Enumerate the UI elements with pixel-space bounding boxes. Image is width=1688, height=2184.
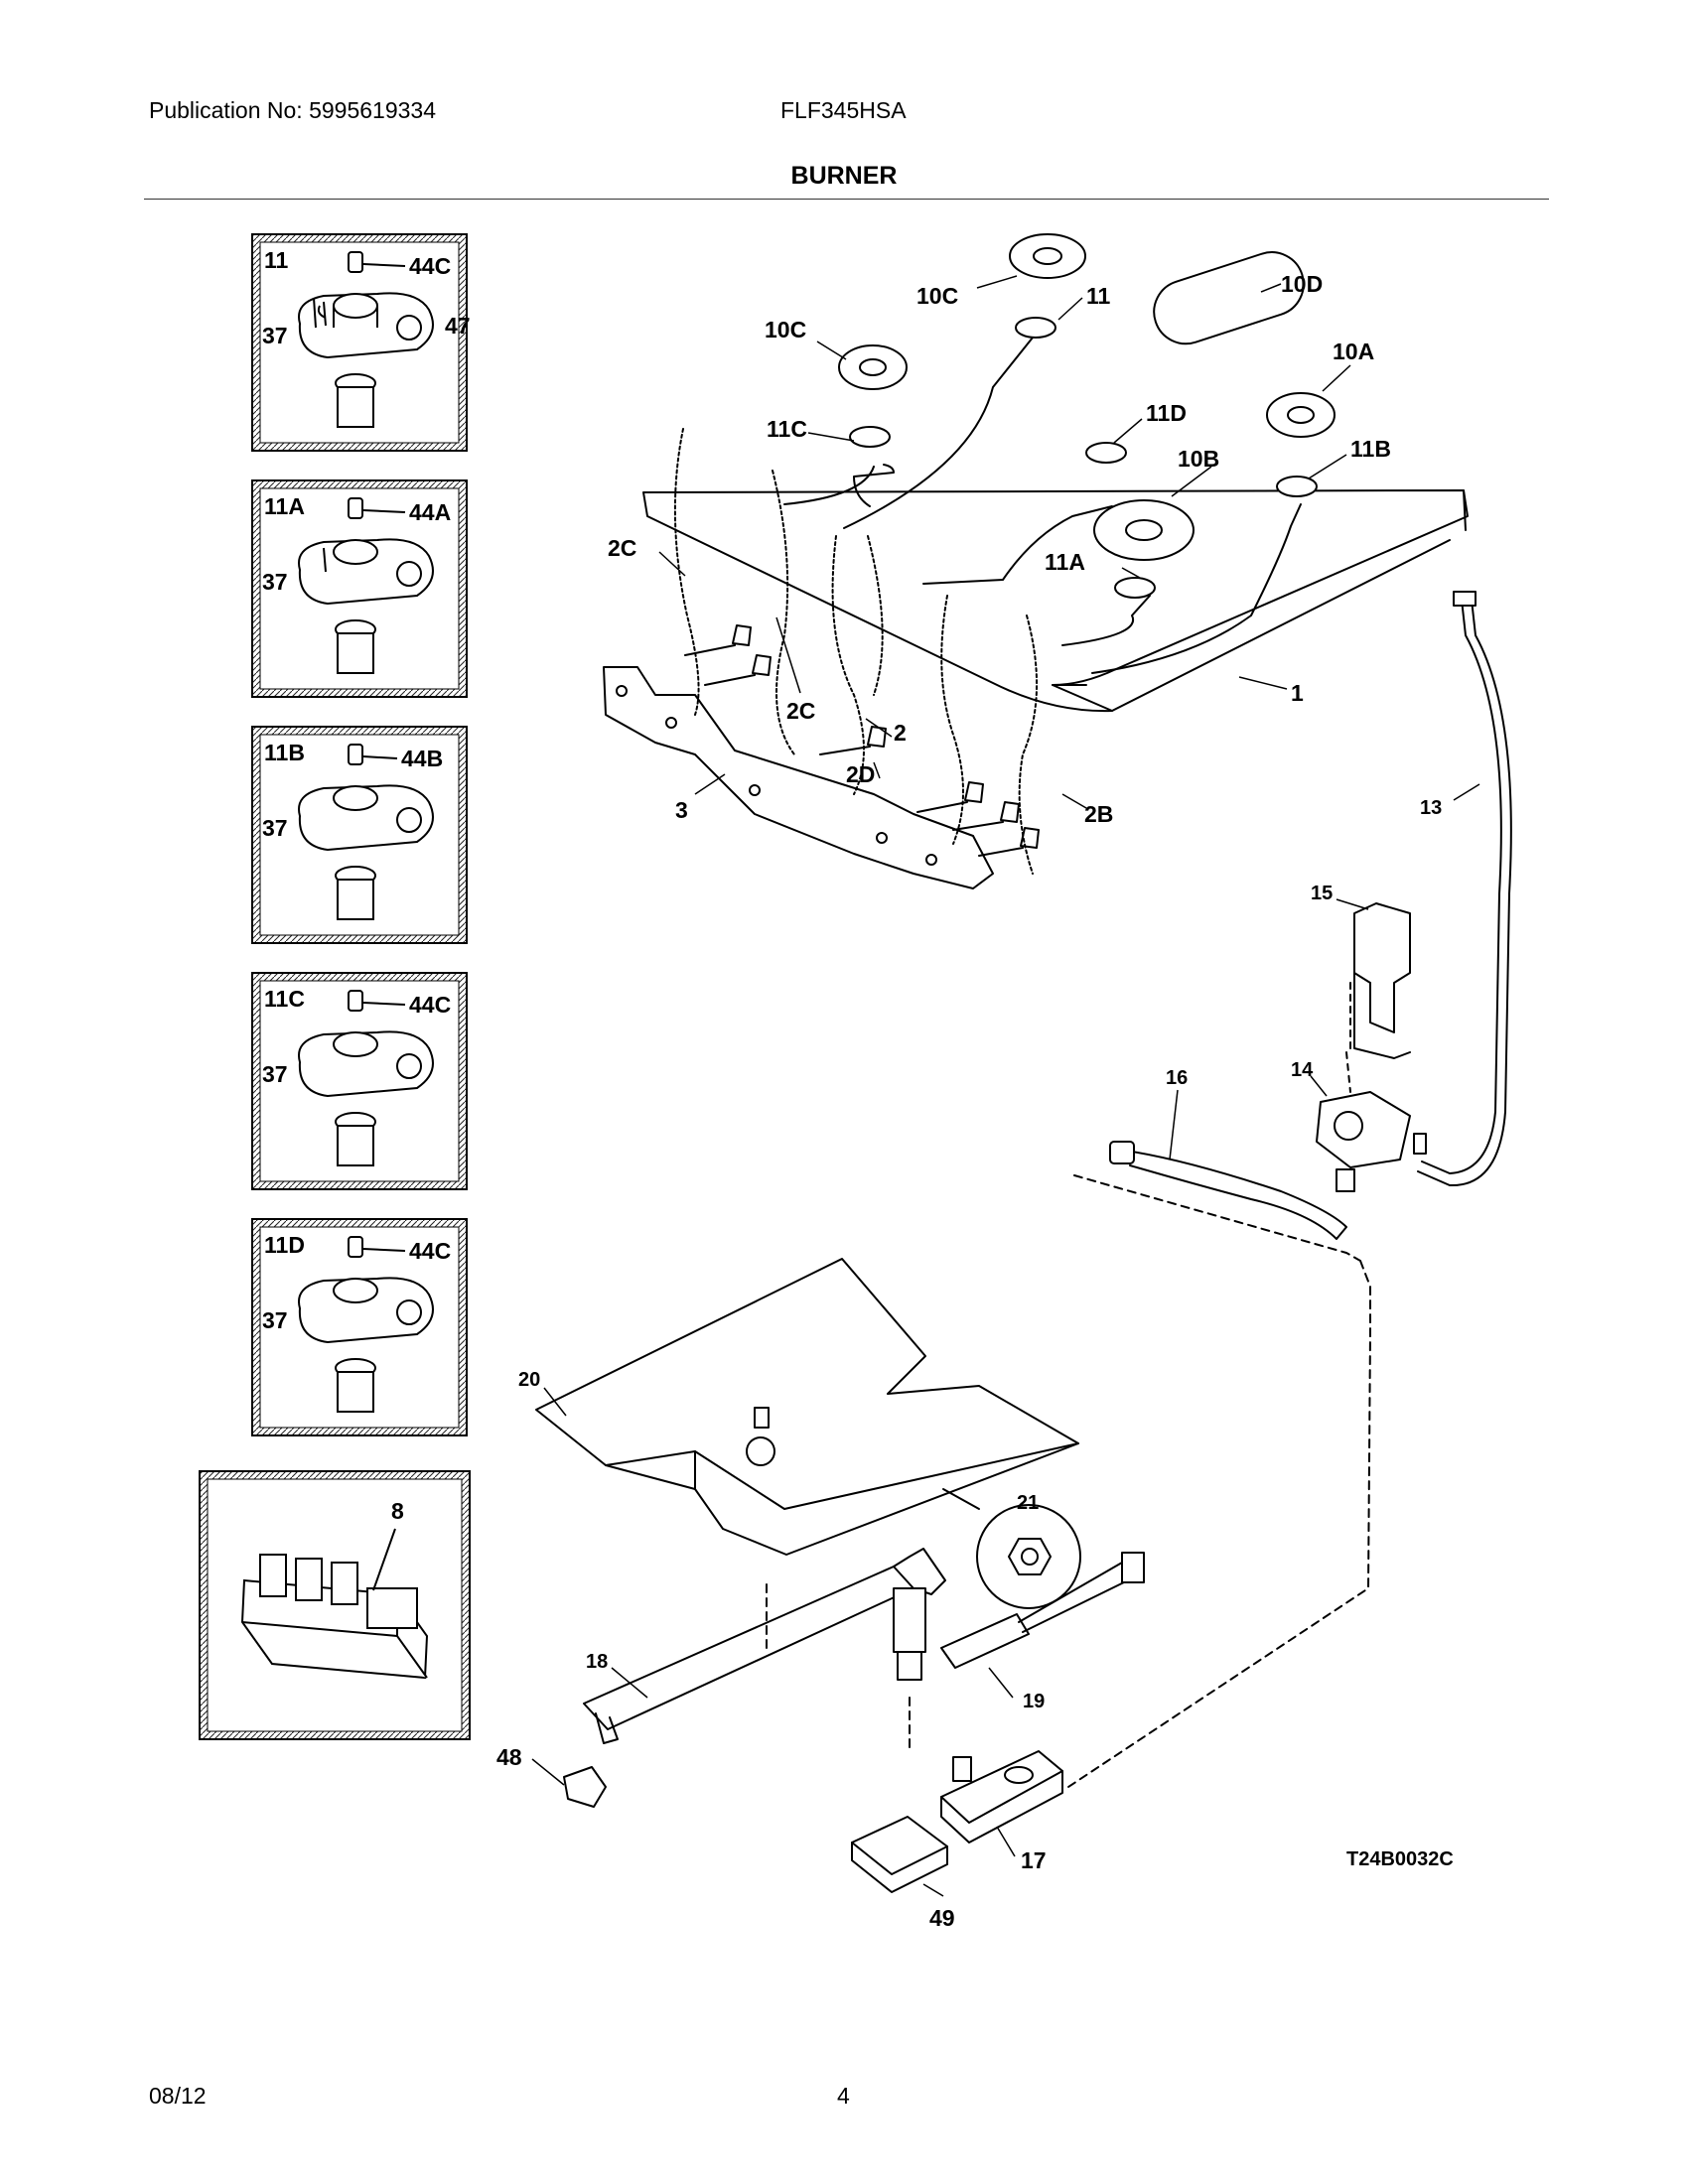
callout-1: 1 [1291,680,1304,706]
manifold-pipe [642,489,1469,713]
spark-module-icon [240,1528,429,1680]
callout-18: 18 [586,1651,608,1673]
callout-14: 14 [1291,1059,1314,1081]
pressure-regulator [1316,1091,1411,1168]
valve-head-icon [298,251,434,428]
callout-11-top: 11 [1086,283,1111,309]
model-number: FLF345HSA [780,97,907,123]
oven-ignitor [940,1613,1030,1669]
leader-lines [531,275,1480,1897]
callout-21: 21 [1017,1492,1039,1514]
callout-10A: 10A [1333,339,1374,364]
burner-clip [563,1766,607,1808]
callout-17: 17 [1021,1847,1047,1873]
inset-valve-11C: 11C 44C 37 [251,972,468,1190]
valve-bracket [851,1816,948,1875]
supply-tube [1421,599,1502,1174]
oval-burner-10D [1153,251,1305,345]
inset-valve-11: 11 44C 37 47 [251,233,471,452]
inset-label-head: 11D [264,1232,305,1258]
callout-13: 13 [1420,797,1442,819]
valve-head-icon [298,990,434,1166]
publication-number: Publication No: 5995619334 [149,97,437,123]
inset-label-head: 11A [264,493,305,519]
callout-2C-mid: 2C [786,698,815,724]
valve-head-icon [298,744,434,920]
inset-label-cap: 44A [409,499,451,525]
callout-11B: 11B [1350,436,1391,462]
inset-label-head: 11C [264,986,305,1012]
callout-10C: 10C [765,317,806,342]
burner-head-10C [838,344,908,390]
inset-label-cap: 44B [401,746,443,771]
broil-baffle [535,1258,1079,1556]
valve-head-icon [298,497,434,674]
page-number: 4 [837,2083,850,2109]
callout-10B: 10B [1178,446,1219,472]
inset-label-cap: 44C [409,1238,451,1264]
callout-19: 19 [1023,1691,1045,1712]
callout-10C-top: 10C [916,283,958,309]
inset-label-head: 11 [264,247,289,273]
callout-2D: 2D [846,761,875,787]
drawing-code: T24B0032C [1346,1848,1454,1870]
inset-label-screw: 37 [262,1061,288,1087]
callout-10D: 10D [1281,271,1323,297]
inset-label-screw: 37 [262,815,288,841]
callout-11D: 11D [1146,400,1187,426]
burner-head-10A [1266,392,1336,438]
inset-spark-module-8: 8 [199,1470,471,1740]
callout-3: 3 [675,797,688,823]
footer-date: 08/12 [149,2083,207,2109]
callout-11C: 11C [767,416,807,442]
inset-label-head: 11B [264,740,305,765]
callout-48: 48 [496,1744,522,1770]
page-title: BURNER [790,162,898,190]
inset-label-screw: 37 [262,1307,288,1333]
burner-head-10C-top [1009,233,1086,279]
callout-49: 49 [929,1905,955,1931]
burner-bracket [603,666,994,889]
inset-label-extra: 47 [445,313,471,339]
valve-head-icon [298,1236,434,1413]
callout-2C-left: 2C [608,535,636,561]
inset-valve-11B: 11B 44B 37 [251,726,468,944]
oven-burner-tube [583,1566,914,1730]
callout-2: 2 [894,720,907,746]
callout-2B: 2B [1084,801,1113,827]
callout-20: 20 [518,1369,540,1391]
inset-valve-11D: 11D 44C 37 [251,1218,468,1436]
inset-label-module: 8 [391,1498,404,1524]
callout-15: 15 [1311,883,1333,904]
inset-label-screw: 37 [262,323,288,348]
callout-16: 16 [1166,1067,1188,1089]
callout-labels: 10C 11 10D 10C 10A 11D 11C 10B 11B 2C 11… [496,271,1442,1931]
inset-label-screw: 37 [262,569,288,595]
burner-head-10B [1093,499,1195,561]
regulator-bracket [1353,902,1411,1033]
inset-valve-11A: 11A 44A 37 [251,479,468,698]
header-rule [144,199,1549,200]
inset-label-cap: 44C [409,992,451,1018]
main-drawing [535,233,1512,1893]
flex-tube [1129,1151,1347,1240]
inset-label-cap: 44C [409,253,451,279]
callout-11A: 11A [1045,549,1085,575]
